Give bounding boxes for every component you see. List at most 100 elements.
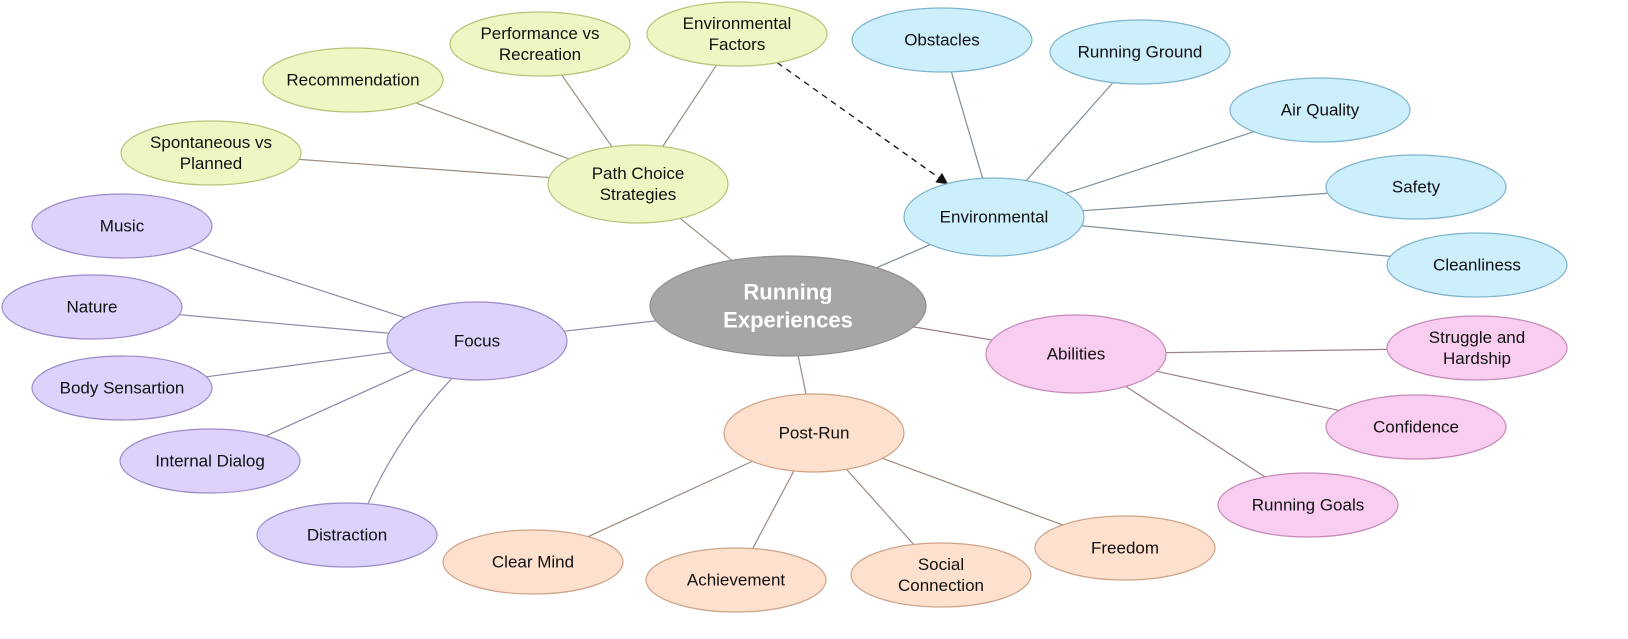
- node-abilities: Abilities: [985, 314, 1167, 394]
- node-confidence-label: Confidence: [1373, 418, 1459, 437]
- node-air-quality-label: Air Quality: [1281, 101, 1360, 120]
- node-distraction-label: Distraction: [307, 526, 387, 545]
- edge-environmental-to-obstacles: [950, 71, 984, 179]
- node-obstacles-label: Obstacles: [904, 31, 980, 50]
- edge-environmental-to-safety: [1082, 192, 1328, 212]
- node-running-experiences-label: Running: [743, 280, 832, 305]
- edge-environmental-to-air-quality: [1065, 131, 1255, 195]
- node-body-sensartion-shape: [31, 355, 213, 421]
- node-internal-dialog-label: Internal Dialog: [155, 452, 265, 471]
- node-running-goals-shape: [1217, 472, 1399, 538]
- node-obstacles: Obstacles: [851, 7, 1033, 73]
- node-safety-shape: [1325, 154, 1507, 220]
- node-confidence-shape: [1325, 394, 1507, 460]
- edge-post-run-to-achievement: [752, 470, 795, 549]
- node-running-ground-label: Running Ground: [1078, 43, 1203, 62]
- node-music-shape: [31, 193, 213, 259]
- node-environmental-shape: [903, 177, 1085, 257]
- node-body-sensartion: Body Sensartion: [31, 355, 213, 421]
- node-clear-mind: Clear Mind: [442, 529, 624, 595]
- edge-running-experiences-to-environmental: [876, 243, 931, 269]
- node-post-run-label: Post-Run: [779, 424, 850, 443]
- node-cleanliness-label: Cleanliness: [1433, 256, 1521, 275]
- node-clear-mind-shape: [442, 529, 624, 595]
- node-distraction-shape: [256, 502, 438, 568]
- node-freedom-label: Freedom: [1091, 539, 1159, 558]
- node-environmental-factors-label: Environmental: [683, 14, 792, 33]
- node-performance-vs-recreation-label: Performance vs: [480, 24, 599, 43]
- node-nature-shape: [1, 274, 183, 340]
- node-internal-dialog-shape: [119, 428, 301, 494]
- node-running-ground-shape: [1049, 19, 1231, 85]
- node-spontaneous-vs-planned-shape: [120, 120, 302, 186]
- node-post-run-shape: [723, 393, 905, 473]
- node-social-connection-label: Social: [918, 555, 964, 574]
- node-performance-vs-recreation-shape: [449, 11, 631, 77]
- edge-path-choice-strategies-to-recommendation: [415, 102, 570, 160]
- edges: [179, 62, 1391, 549]
- edge-post-run-to-social-connection: [846, 468, 915, 545]
- edge-focus-to-nature: [179, 314, 389, 334]
- node-spontaneous-vs-planned-label: Spontaneous vs: [150, 133, 272, 152]
- edge-path-choice-strategies-to-performance-vs-recreation: [561, 74, 613, 148]
- edge-running-experiences-to-abilities: [913, 326, 993, 341]
- node-recommendation: Recommendation: [262, 47, 444, 113]
- node-safety: Safety: [1325, 154, 1507, 220]
- node-air-quality-shape: [1229, 77, 1411, 143]
- edge-running-experiences-to-post-run: [797, 355, 807, 395]
- node-spontaneous-vs-planned: Spontaneous vs Planned: [120, 120, 302, 186]
- edge-environmental-factors-to-environmental: [776, 62, 949, 185]
- node-recommendation-label: Recommendation: [286, 71, 419, 90]
- edge-running-experiences-to-path-choice-strategies: [679, 217, 733, 261]
- edge-focus-to-body-sensartion: [206, 351, 392, 378]
- node-body-sensartion-label: Body Sensartion: [60, 379, 185, 398]
- node-struggle-and-hardship-label: Struggle and: [1429, 328, 1525, 347]
- edge-path-choice-strategies-to-environmental-factors: [662, 64, 717, 147]
- node-safety-label: Safety: [1392, 178, 1441, 197]
- edge-focus-to-distraction: [367, 378, 453, 505]
- node-achievement-label: Achievement: [687, 571, 786, 590]
- node-air-quality: Air Quality: [1229, 77, 1411, 143]
- node-abilities-shape: [985, 314, 1167, 394]
- node-confidence: Confidence: [1325, 394, 1507, 460]
- node-music-label: Music: [100, 217, 145, 236]
- node-environmental-factors-shape: [646, 1, 828, 67]
- node-recommendation-shape: [262, 47, 444, 113]
- node-struggle-and-hardship-label: Hardship: [1443, 349, 1511, 368]
- node-struggle-and-hardship-shape: [1386, 315, 1568, 381]
- edge-post-run-to-freedom: [882, 457, 1063, 526]
- edge-abilities-to-struggle-and-hardship: [1165, 348, 1388, 354]
- node-abilities-label: Abilities: [1047, 345, 1106, 364]
- node-running-experiences-shape: [649, 255, 927, 357]
- node-cleanliness: Cleanliness: [1386, 232, 1568, 298]
- node-distraction: Distraction: [256, 502, 438, 568]
- node-performance-vs-recreation: Performance vs Recreation: [449, 11, 631, 77]
- node-path-choice-strategies-label: Strategies: [600, 185, 677, 204]
- node-freedom-shape: [1034, 515, 1216, 581]
- node-cleanliness-shape: [1386, 232, 1568, 298]
- node-path-choice-strategies-label: Path Choice: [592, 164, 685, 183]
- node-music: Music: [31, 193, 213, 259]
- node-environmental-factors-label: Factors: [709, 35, 766, 54]
- node-social-connection-label: Connection: [898, 576, 984, 595]
- node-performance-vs-recreation-label: Recreation: [499, 45, 581, 64]
- edge-path-choice-strategies-to-spontaneous-vs-planned: [299, 158, 550, 179]
- node-internal-dialog: Internal Dialog: [119, 428, 301, 494]
- edge-abilities-to-confidence: [1156, 370, 1340, 412]
- edge-environmental-to-running-ground: [1025, 82, 1114, 181]
- edge-post-run-to-clear-mind: [587, 460, 753, 538]
- node-nature-label: Nature: [66, 298, 117, 317]
- edge-environmental-to-cleanliness: [1081, 225, 1391, 257]
- node-environmental: Environmental: [903, 177, 1085, 257]
- node-post-run: Post-Run: [723, 393, 905, 473]
- node-running-ground: Running Ground: [1049, 19, 1231, 85]
- node-achievement: Achievement: [645, 547, 827, 613]
- node-running-goals: Running Goals: [1217, 472, 1399, 538]
- node-spontaneous-vs-planned-label: Planned: [180, 154, 242, 173]
